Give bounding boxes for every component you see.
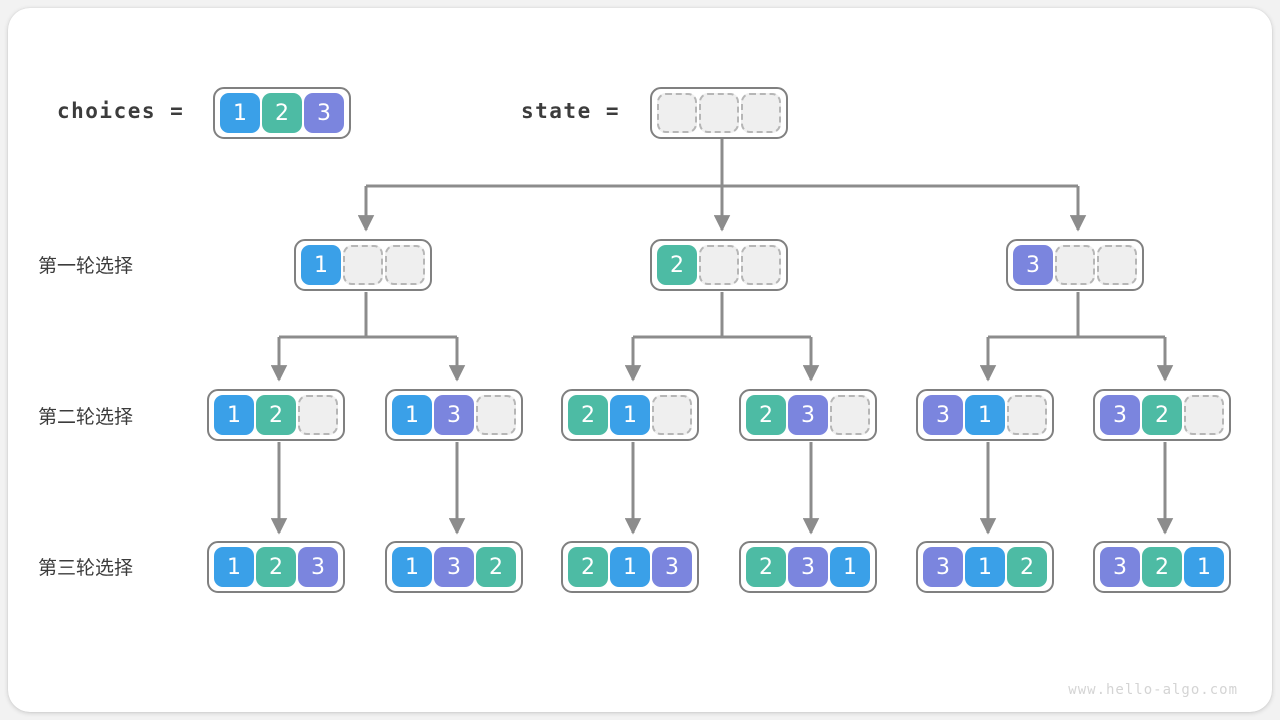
level2-node3-cell-2: 1	[610, 395, 650, 435]
level1-node3-cell-3	[1097, 245, 1137, 285]
level3-node4-cell-1: 2	[746, 547, 786, 587]
level3-node3-cell-3: 3	[652, 547, 692, 587]
state-cell-1	[657, 93, 697, 133]
level2-node4-cell-1: 2	[746, 395, 786, 435]
level2-node1-cell-3	[298, 395, 338, 435]
level1-node2-cell-3	[741, 245, 781, 285]
row-label-round3: 第三轮选择	[38, 557, 134, 579]
level2-node1-cell-1: 1	[214, 395, 254, 435]
state-label: state =	[521, 99, 621, 123]
level1-node1-cell-2	[343, 245, 383, 285]
level3-node5-cell-3: 2	[1007, 547, 1047, 587]
row-label-round1: 第一轮选择	[38, 255, 134, 277]
choices-cell-3: 3	[304, 93, 344, 133]
tree-node-level1-3: 3	[1006, 239, 1144, 291]
level1-node1-cell-1: 1	[301, 245, 341, 285]
level3-node6-cell-1: 3	[1100, 547, 1140, 587]
level3-node2-cell-3: 2	[476, 547, 516, 587]
level1-node3-cell-2	[1055, 245, 1095, 285]
level1-node2-cell-1: 2	[657, 245, 697, 285]
level3-node6-cell-3: 1	[1184, 547, 1224, 587]
level1-node1-cell-3	[385, 245, 425, 285]
level3-node1-cell-3: 3	[298, 547, 338, 587]
level2-node6-cell-3	[1184, 395, 1224, 435]
level3-node1-cell-2: 2	[256, 547, 296, 587]
choices-cell-2: 2	[262, 93, 302, 133]
level2-node3-cell-1: 2	[568, 395, 608, 435]
level2-node3-cell-3	[652, 395, 692, 435]
choices-cell-1: 1	[220, 93, 260, 133]
level3-node4-cell-3: 1	[830, 547, 870, 587]
level2-node6-cell-2: 2	[1142, 395, 1182, 435]
level2-node1-cell-2: 2	[256, 395, 296, 435]
level1-node3-cell-1: 3	[1013, 245, 1053, 285]
level3-node5-cell-2: 1	[965, 547, 1005, 587]
level2-node2-cell-1: 1	[392, 395, 432, 435]
choices-label: choices =	[57, 99, 185, 123]
level3-node5-cell-1: 3	[923, 547, 963, 587]
level2-node2-cell-2: 3	[434, 395, 474, 435]
diagram-card	[8, 8, 1272, 712]
level3-node2-cell-1: 1	[392, 547, 432, 587]
level2-node5-cell-2: 1	[965, 395, 1005, 435]
state-cell-2	[699, 93, 739, 133]
level2-node5-cell-1: 3	[923, 395, 963, 435]
watermark: www.hello-algo.com	[1068, 682, 1238, 698]
level3-node3-cell-1: 2	[568, 547, 608, 587]
level2-node5-cell-3	[1007, 395, 1047, 435]
state-cell-3	[741, 93, 781, 133]
level3-node4-cell-2: 3	[788, 547, 828, 587]
tree-node-level1-2: 2	[650, 239, 788, 291]
level2-node4-cell-3	[830, 395, 870, 435]
level2-node2-cell-3	[476, 395, 516, 435]
level1-node2-cell-2	[699, 245, 739, 285]
level3-node1-cell-1: 1	[214, 547, 254, 587]
level3-node6-cell-2: 2	[1142, 547, 1182, 587]
level2-node6-cell-1: 3	[1100, 395, 1140, 435]
tree-node-level1-1: 1	[294, 239, 432, 291]
row-label-round2: 第二轮选择	[38, 406, 134, 428]
level3-node3-cell-2: 1	[610, 547, 650, 587]
level3-node2-cell-2: 3	[434, 547, 474, 587]
level2-node4-cell-2: 3	[788, 395, 828, 435]
state-array	[650, 87, 788, 139]
